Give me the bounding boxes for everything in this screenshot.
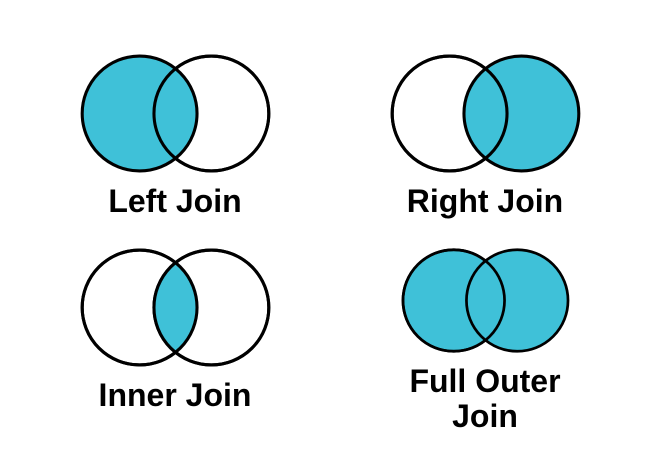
left-circle: [80, 54, 199, 173]
venn-right-join: [390, 54, 580, 173]
label-right-join: Right Join: [406, 183, 564, 219]
left-circle-outline: [80, 248, 199, 367]
diagram-inner-join: Inner Join: [60, 234, 290, 434]
venn-left-join: [80, 54, 270, 173]
right-circle: [461, 54, 580, 173]
label-left-join: Left Join: [108, 183, 242, 219]
venn-full-outer-join: [401, 248, 569, 353]
diagram-right-join: Right Join: [370, 40, 600, 240]
label-inner-join: Inner Join: [98, 377, 252, 413]
diagram-full-outer-join: Full Outer Join: [370, 234, 600, 434]
diagram-left-join: Left Join: [60, 40, 290, 240]
left-circle-outline: [390, 54, 509, 173]
venn-inner-join: [80, 248, 270, 367]
right-circle: [464, 248, 569, 353]
right-circle-outline: [151, 248, 270, 367]
label-full-outer-join: Full Outer Join: [409, 363, 561, 434]
intersection-region: [153, 250, 197, 365]
left-circle-outline: [401, 248, 506, 353]
right-circle-outline: [151, 54, 270, 173]
